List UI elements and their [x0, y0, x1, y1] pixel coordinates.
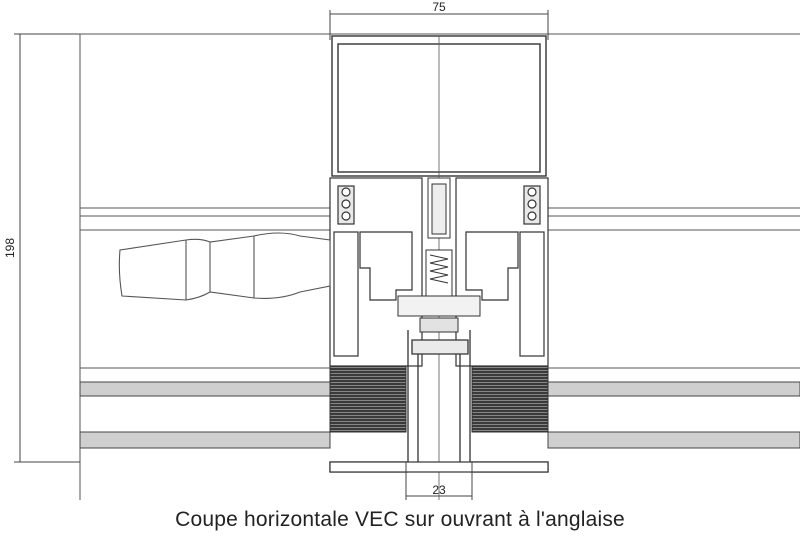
right-glazing — [547, 381, 800, 449]
right-sash-profile — [455, 177, 549, 367]
insulation-blocks — [329, 365, 549, 433]
central-mechanism — [397, 177, 481, 333]
bottom-cap — [329, 461, 549, 473]
drawing-caption: Coupe horizontale VEC sur ouvrant à l'an… — [175, 508, 625, 531]
height-dimension-label: 198 — [3, 238, 17, 258]
top-width-dimension-label: 75 — [432, 0, 446, 14]
bottom-width-dimension — [405, 462, 473, 500]
left-sash-profile — [329, 177, 423, 367]
frame-lines — [79, 33, 800, 500]
bottom-width-dimension-label: 23 — [432, 483, 446, 497]
left-glazing — [79, 381, 331, 449]
height-dimension — [14, 33, 80, 463]
top-width-dimension — [329, 10, 549, 40]
window-handle — [118, 232, 331, 301]
